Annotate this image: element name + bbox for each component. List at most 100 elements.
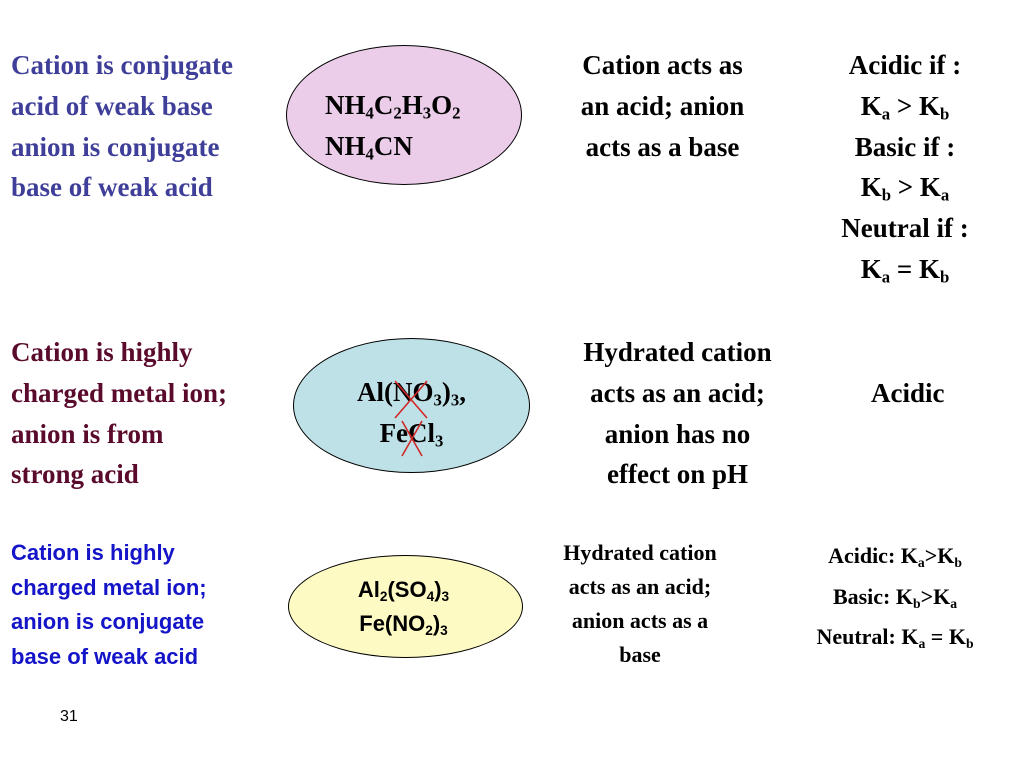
subscript: 3 — [422, 103, 432, 123]
description-line: Cation is conjugate — [11, 50, 233, 80]
subscript: 3 — [441, 588, 450, 604]
salt-formula: FeCl3 — [293, 413, 530, 454]
salt-formula: NH4CN — [325, 126, 461, 167]
subscript: 3 — [440, 622, 448, 638]
text-segment: H — [401, 90, 423, 120]
result-line: Basic if : — [790, 127, 1020, 168]
subscript: 2 — [452, 103, 461, 123]
row3-salts-ellipse — [288, 555, 523, 658]
text-segment: ) — [434, 577, 442, 602]
result-line: Basic: Kb>Ka — [780, 577, 1010, 618]
text-segment: Neutral: K — [816, 624, 919, 649]
subscript: 3 — [450, 390, 460, 410]
result-line: Ka = Kb — [790, 249, 1020, 290]
text-segment: , — [459, 377, 466, 407]
text-segment: Basic if : — [854, 131, 956, 162]
row2-salts-ellipse — [293, 338, 530, 473]
row1-behavior: Cation acts as an acid; anion acts as a ba… — [540, 45, 785, 167]
text-segment: > K — [891, 172, 941, 203]
text-segment: K — [860, 253, 882, 284]
behavior-line: anion has no — [604, 418, 751, 449]
description-line: base of weak acid — [11, 172, 213, 203]
behavior-line: acts as an acid; — [568, 574, 712, 599]
text-segment: ) — [432, 611, 441, 636]
behavior-line: acts as a base — [585, 131, 740, 162]
row2-description: Cation is highly charged metal ion; anion … — [11, 332, 227, 495]
description-line: anion is conjugate — [11, 131, 220, 162]
subscript: a — [917, 554, 925, 570]
behavior-line: base — [619, 642, 661, 667]
subscript: b — [965, 635, 974, 651]
result-line: Acidic if : — [790, 45, 1020, 86]
text-segment: Al — [357, 577, 380, 602]
subscript: a — [881, 267, 891, 287]
subscript: 4 — [365, 144, 374, 164]
subscript: 4 — [426, 588, 435, 604]
behavior-line: acts as an acid; — [590, 377, 765, 408]
description-line: charged metal ion; — [11, 377, 227, 408]
subscript: a — [881, 104, 891, 124]
text-segment: (SO — [387, 577, 427, 602]
subscript: b — [913, 595, 921, 611]
subscript: 2 — [379, 588, 388, 604]
text-segment: > K — [890, 90, 940, 121]
description-line: anion is from — [11, 418, 164, 449]
row1-description: Cation is conjugate acid of weak base anio… — [11, 45, 233, 208]
result-line: Ka > Kb — [790, 86, 1020, 127]
result-line: Neutral if : — [790, 208, 1020, 249]
subscript: 4 — [365, 103, 374, 123]
slide-number: 31 — [60, 708, 78, 725]
subscript: b — [881, 186, 892, 206]
salt-formula: NH4C2H3O2 — [325, 85, 461, 126]
description-line: strong acid — [11, 459, 139, 490]
description-line: base of weak acid — [11, 643, 199, 669]
description-line: Cation is highly — [11, 540, 175, 565]
subscript: a — [918, 635, 926, 651]
subscript: 2 — [393, 103, 402, 123]
text-segment: ) — [441, 377, 451, 407]
result-line: Kb > Ka — [790, 167, 1020, 208]
row1-salts-ellipse — [286, 45, 522, 185]
row2-behavior: Hydrated cation acts as an acid; anion has… — [545, 332, 810, 495]
subscript: 3 — [435, 431, 444, 451]
subscript: 2 — [425, 622, 433, 638]
text-segment: NH — [325, 90, 366, 120]
behavior-line: Hydrated cation — [583, 337, 772, 367]
text-segment: O — [431, 90, 453, 120]
text-segment: = K — [890, 253, 940, 284]
text-segment: CN — [373, 130, 413, 161]
text-segment: >K — [924, 543, 955, 568]
behavior-line: an acid; anion — [580, 90, 745, 121]
text-segment: FeCl — [379, 417, 436, 448]
text-segment: NH — [325, 130, 366, 161]
text-segment: Basic: K — [832, 583, 913, 609]
text-segment: >K — [920, 583, 951, 609]
text-segment: C — [373, 90, 394, 120]
cross-out-mark — [394, 380, 428, 419]
behavior-line: anion acts as a — [571, 608, 709, 633]
subscript: 3 — [433, 390, 442, 410]
text-segment: Acidic if : — [848, 50, 962, 80]
description-line: Cation is highly — [11, 337, 193, 367]
subscript: a — [940, 186, 950, 206]
description-line: acid of weak base — [11, 90, 213, 121]
text-segment: = K — [925, 624, 966, 649]
subscript: b — [954, 554, 962, 570]
result-line: Acidic: Ka>Kb — [780, 536, 1010, 577]
salt-formula: Al2(SO4)3 — [307, 573, 500, 607]
subscript: b — [939, 104, 950, 124]
subscript: a — [950, 595, 958, 611]
behavior-line: effect on pH — [607, 459, 748, 490]
subscript: b — [939, 267, 950, 287]
text-segment: K — [860, 90, 882, 121]
text-segment: Acidic: K — [828, 543, 918, 568]
behavior-line: Cation acts as — [582, 50, 743, 80]
description-line: anion is conjugate — [11, 609, 205, 634]
cross-out-mark — [401, 420, 423, 457]
text-segment: K — [860, 172, 882, 203]
